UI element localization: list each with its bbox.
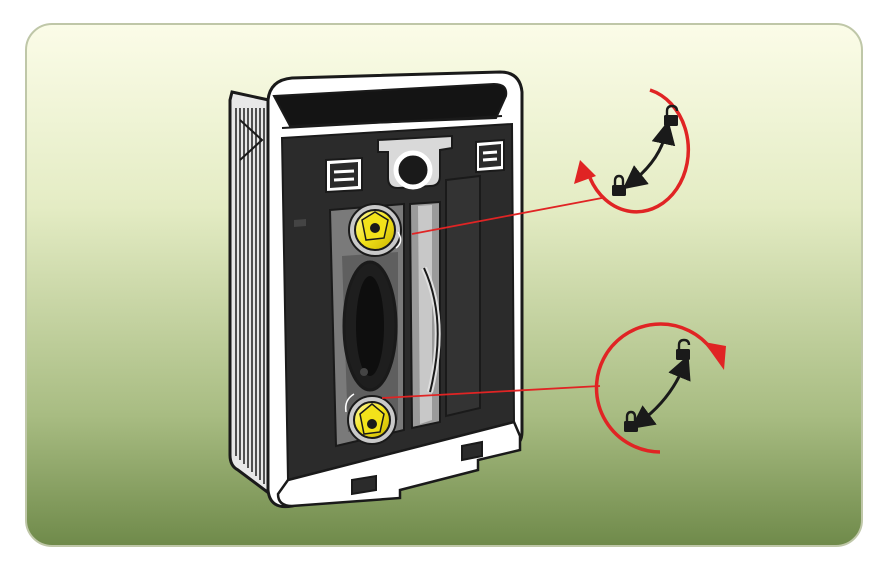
side-chevron [239, 119, 264, 161]
base-plate [276, 420, 522, 508]
top-opening [272, 82, 508, 128]
locked-lock-icon [624, 410, 638, 432]
unlocked-lock-icon [664, 104, 679, 126]
bottom-rotation-arc [594, 322, 714, 454]
purifier-unit [228, 70, 524, 509]
top-rotation-arrowhead [574, 160, 596, 184]
bottom-double-arrow [630, 354, 691, 430]
side-vent-panel [228, 90, 280, 503]
foot-right [461, 440, 483, 462]
bottom-rotation-callout [594, 322, 726, 454]
foot-left [351, 474, 377, 496]
top-rim [281, 115, 503, 129]
left-badge [325, 156, 363, 194]
top-callout-line [411, 197, 603, 235]
right-panel [445, 174, 481, 418]
unlocked-lock-icon [676, 338, 691, 360]
bottom-rotation-arrowhead [704, 342, 726, 370]
top-latch-knob [348, 203, 402, 257]
right-badge [475, 138, 505, 174]
bottom-callout-line [381, 385, 601, 399]
center-ring-button [393, 150, 433, 190]
locked-lock-icon [612, 174, 626, 196]
top-rotation-callout [574, 88, 691, 214]
bottom-latch-knob [344, 393, 397, 445]
left-edge-slot [294, 219, 306, 227]
door-channel-highlight [418, 205, 432, 424]
top-double-arrow [622, 120, 676, 190]
